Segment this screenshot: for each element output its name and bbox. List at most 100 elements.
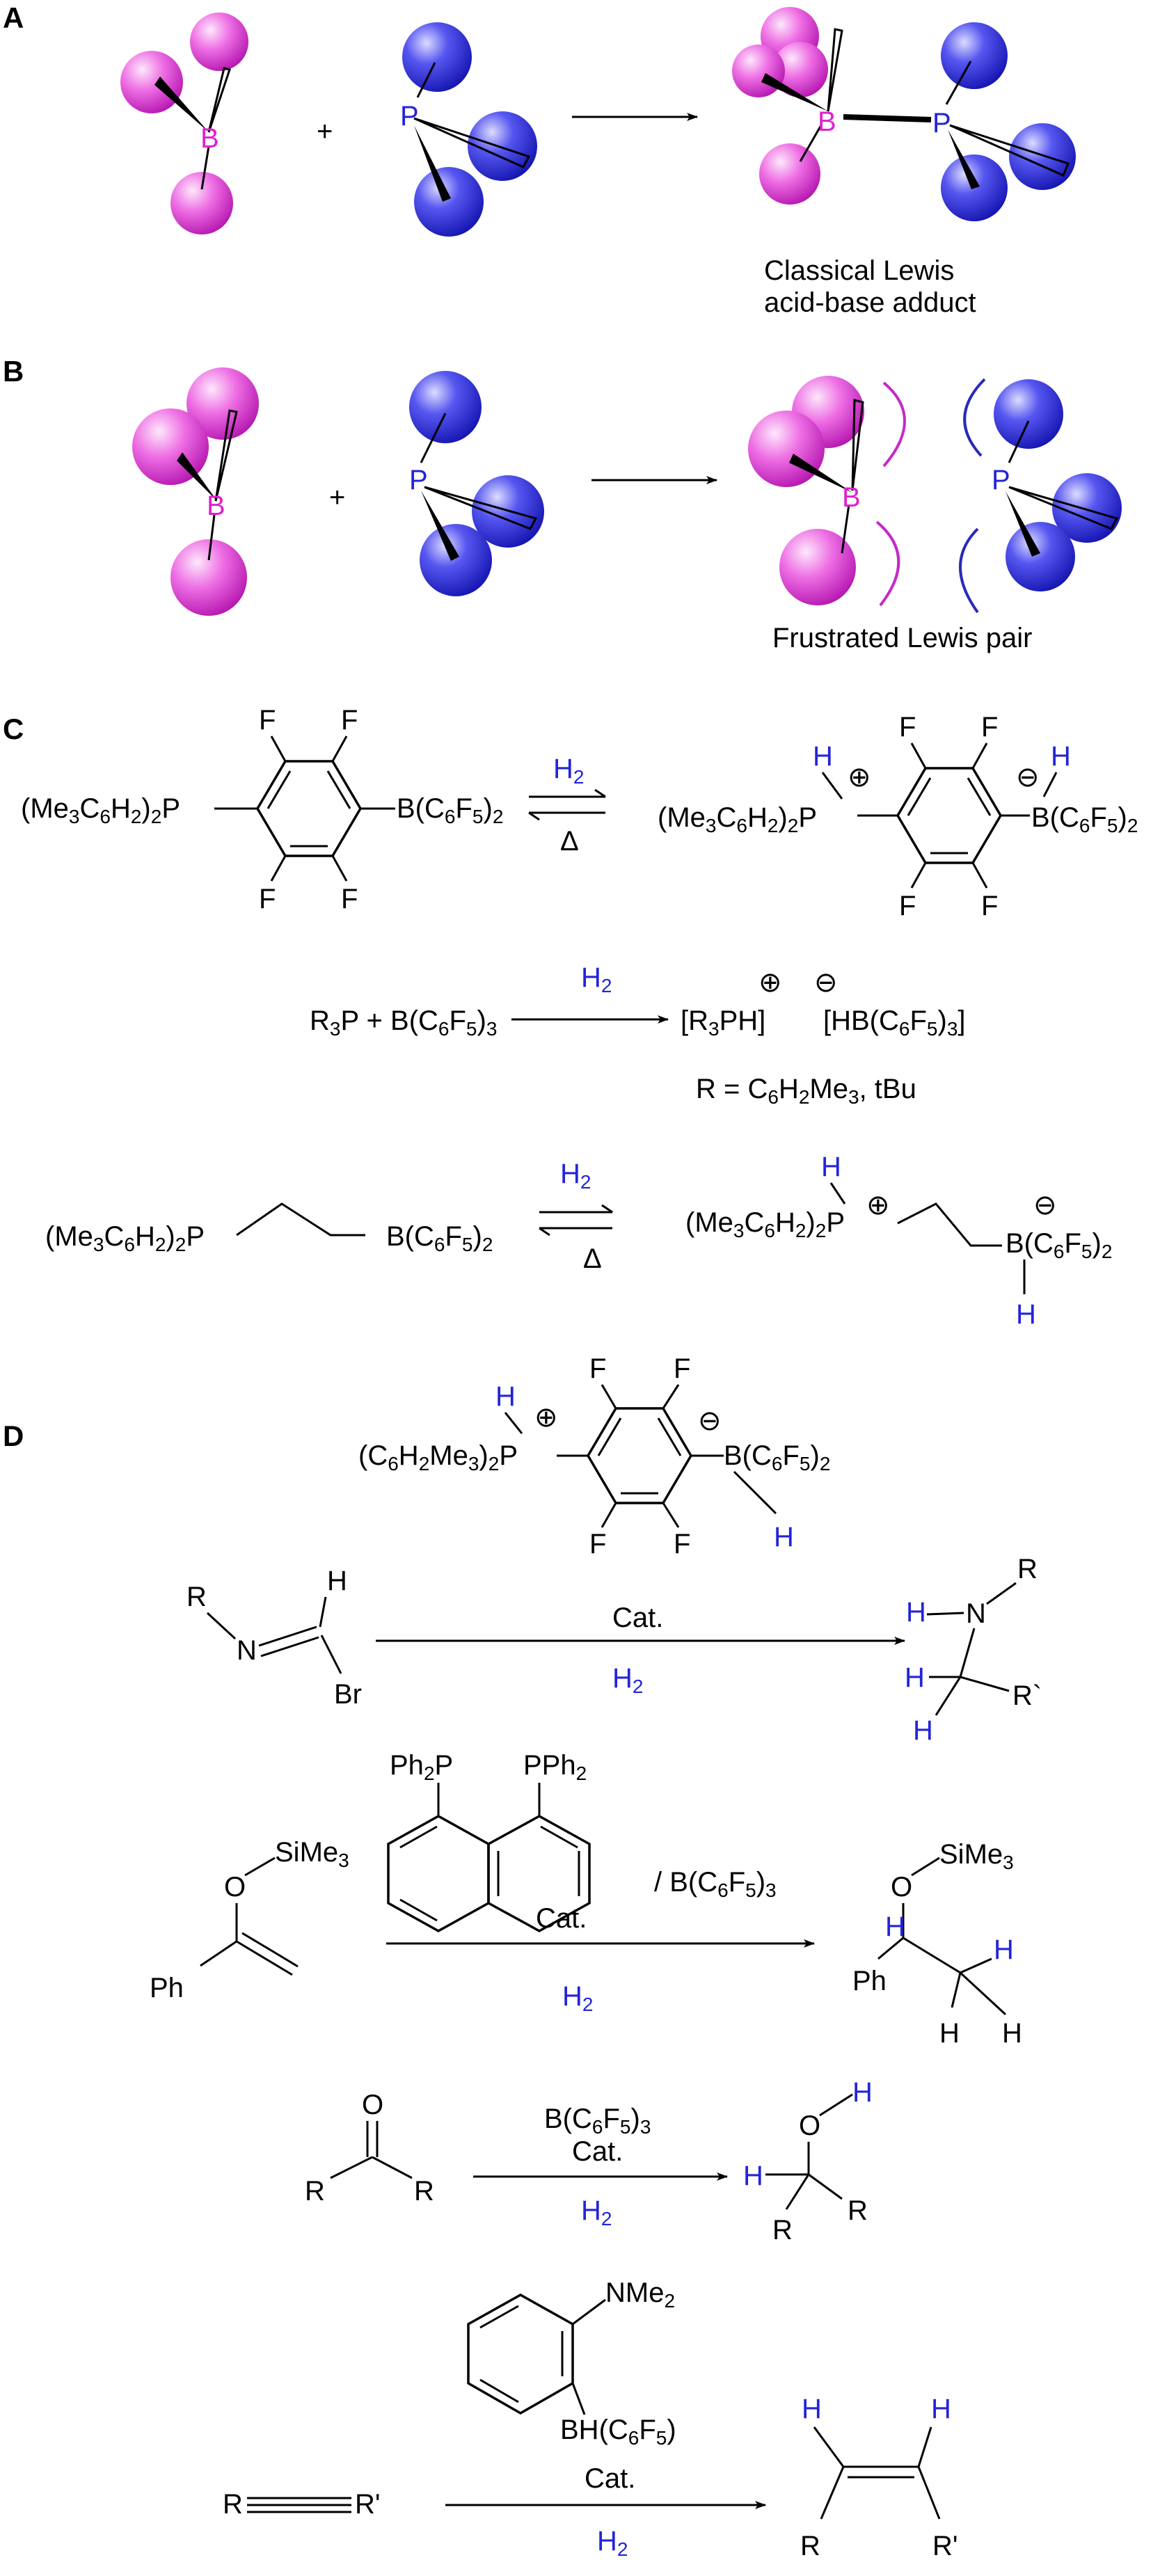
single-bond — [662, 1384, 680, 1409]
boron-label: B — [200, 123, 219, 154]
single-bond — [1008, 420, 1030, 463]
substituent-sphere — [748, 411, 825, 487]
alkene-r-group: R — [800, 2531, 820, 2561]
diphenylphosphino-label: PPh2 — [523, 1750, 587, 1784]
naphthalene-left-ring — [387, 1814, 490, 1933]
phosphonium-hydrogen: H — [821, 1152, 841, 1182]
substituent-sphere — [759, 143, 820, 205]
phosphonium-hydrogen: H — [495, 1381, 516, 1412]
single-bond — [808, 2173, 843, 2200]
bold-wedge-bond — [154, 77, 209, 132]
alkyne-r-group: R — [223, 2489, 243, 2520]
alcohol-r-group: R — [772, 2215, 793, 2245]
imine-double-bond — [258, 1625, 317, 1647]
single-bond — [270, 855, 287, 882]
fluorine-label: F — [341, 884, 358, 914]
phosphorus-label: P — [400, 101, 419, 132]
substituent-sphere — [414, 167, 484, 237]
catalyst-label: Cat. — [585, 2463, 635, 2494]
double-bond — [267, 770, 292, 809]
single-bond — [207, 514, 216, 561]
caption-frustrated: Frustrated Lewis pair — [772, 623, 1032, 653]
amine-nitrogen: N — [966, 1598, 986, 1629]
single-bond — [571, 2383, 586, 2415]
double-bond — [479, 2378, 519, 2403]
fluorine-label: F — [981, 712, 998, 742]
panel-b: B B + P B — [3, 355, 1122, 653]
single-bond — [877, 1937, 904, 1960]
panel-a-letter: A — [3, 1, 24, 34]
c-reaction1-reactant: (Me3C6H2)2P F F F F B(C6F5)2 — [21, 705, 503, 914]
hashed-wedge-bond — [949, 124, 1070, 177]
bold-wedge-bond — [761, 73, 828, 111]
borate-hydrogen: H — [1051, 741, 1071, 772]
single-bond — [959, 1628, 976, 1678]
panel-c-letter: C — [3, 713, 24, 745]
hashed-wedge-bond — [1008, 486, 1119, 530]
single-bond — [951, 1972, 962, 2008]
lewis-pair-reactants: R3P + B(C6F5)3 — [310, 1005, 497, 1040]
single-bond — [331, 855, 348, 882]
substituent-sphere — [420, 524, 492, 596]
d-catalyst2: Ph2P PPh2 / B(C6F5)3 — [387, 1750, 777, 1933]
substituent-sphere — [468, 111, 537, 181]
forward-arrowhead — [601, 1204, 613, 1214]
substituent-sphere — [190, 13, 248, 71]
bold-wedge-bond — [177, 452, 217, 501]
single-bond — [206, 1612, 237, 1640]
hydrogen-reagent: H2 — [560, 1159, 591, 1193]
single-bond — [819, 2093, 853, 2117]
negative-charge: ⊖ — [698, 1406, 722, 1436]
lewis-adduct-model: B P — [732, 7, 1076, 221]
single-bond — [319, 1596, 327, 1628]
positive-charge: ⊕ — [848, 762, 871, 793]
single-bond — [372, 2156, 413, 2179]
single-bond — [662, 1502, 680, 1528]
substituent-sphere — [170, 172, 233, 234]
panel-c: C (Me3C6H2)2P F F F F B(C6F5)2 H2 — [3, 705, 1138, 1330]
methyl-hydrogen: H — [939, 2018, 960, 2049]
negative-charge: ⊖ — [1016, 762, 1040, 793]
single-bond — [820, 2466, 845, 2520]
ether-oxygen: O — [224, 1872, 246, 1902]
catalyst-label: Cat. — [612, 1603, 663, 1633]
dimethylamino-group: NMe2 — [605, 2277, 675, 2312]
steric-arc — [882, 381, 906, 468]
d-reaction4: R R' Cat. H2 H H R R' — [223, 2394, 958, 2561]
reverse-arrowhead — [539, 1227, 550, 1237]
hydridoborate-salt: [HB(C6F5)3] — [823, 1005, 966, 1040]
substituent-sphere — [732, 45, 785, 97]
d-reaction3: O R R B(C6F5)3 Cat. H2 O H H R R — [305, 2077, 873, 2245]
phosphine-model: P — [409, 371, 544, 596]
double-bond — [399, 1825, 438, 1849]
borane-group: B(C6F5)2 — [386, 1221, 493, 1255]
substituent-sphere — [120, 51, 183, 113]
single-bond — [799, 125, 823, 162]
panel-d-letter: D — [3, 1420, 24, 1452]
substituent-sphere — [941, 22, 1008, 89]
phosphonium-group: (Me3C6H2)2P — [685, 1207, 845, 1241]
single-bond — [917, 2466, 941, 2520]
dative-bond — [843, 114, 932, 122]
panel-b-letter: B — [3, 355, 24, 388]
imine-substituent: Br — [334, 1679, 362, 1710]
aromatic-ring — [586, 1407, 693, 1504]
silyl-group: SiMe3 — [939, 1839, 1014, 1873]
single-bond — [910, 742, 927, 769]
negative-charge: ⊖ — [814, 967, 838, 998]
single-bond — [841, 504, 850, 554]
single-bond — [420, 413, 447, 463]
single-bond — [935, 1676, 962, 1716]
alkene-r-group: R' — [932, 2531, 958, 2561]
substituent-sphere — [409, 371, 482, 443]
d-reaction1: R N H Br Cat. H2 H N R H H R` — [186, 1554, 1042, 1746]
single-bond — [785, 2174, 810, 2210]
single-bond — [601, 1384, 617, 1409]
single-bond — [959, 1971, 1007, 2016]
single-bond — [572, 2298, 606, 2325]
hashed-wedge-bond — [214, 409, 238, 502]
hashed-wedge-bond — [851, 399, 864, 491]
substituent-sphere — [402, 22, 472, 92]
positive-charge: ⊕ — [866, 1190, 890, 1221]
panel-a: A B + P — [3, 1, 1076, 318]
